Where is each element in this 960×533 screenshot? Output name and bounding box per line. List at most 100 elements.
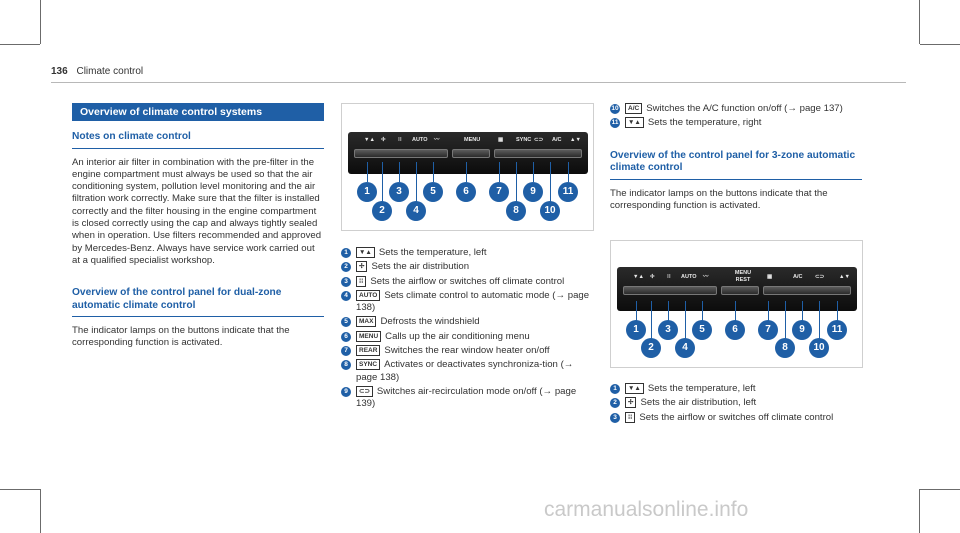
crop-mark (40, 0, 41, 44)
panel-label: AUTO (412, 137, 428, 143)
ac-icon: A/C (625, 103, 643, 114)
recirculation-icon: ⊂⊃ (356, 385, 373, 397)
legend-number: 4 (341, 290, 351, 301)
legend-number: 2 (610, 398, 620, 409)
callout-line (802, 301, 803, 321)
callout-line (651, 301, 652, 341)
dual-zone-paragraph: The indicator lamps on the buttons indic… (72, 325, 290, 349)
rear-heater-icon: REAR (356, 345, 381, 357)
header-rule (51, 82, 906, 83)
callout-8: 8 (775, 338, 795, 358)
callout-line (702, 301, 703, 321)
panel-label: ✢ (650, 274, 655, 280)
callout-3: 3 (658, 320, 678, 340)
air-distribution-icon: ✢ (625, 397, 637, 409)
callout-line (499, 162, 500, 182)
legend-number: 1 (610, 384, 620, 394)
legend-number: 3 (610, 412, 620, 423)
legend-text: Defrosts the windshield (380, 316, 480, 328)
section-title: Climate control (76, 66, 144, 77)
legend-item: 11 ▼▲Sets the temperature, right (610, 117, 862, 129)
panel-label: ⁞⁞ (667, 274, 671, 280)
panel-label: A/C (793, 274, 803, 280)
three-zone-heading: Overview of the control panel for 3-zone… (610, 150, 862, 180)
callout-line (568, 162, 569, 182)
legend-number: 11 (610, 118, 620, 129)
legend-text: Sets the temperature, left (378, 247, 487, 258)
legend-item: 2✢Sets the air distribution, left (610, 397, 862, 409)
callout-line (785, 301, 786, 341)
legend-item: 1▼▲Sets the temperature, left (341, 247, 596, 259)
airflow-icon: ⁞⁞ (625, 411, 636, 423)
callout-line (382, 162, 383, 202)
legend-text: Sets the airflow or switches off climate… (370, 275, 565, 287)
sync-icon: SYNC (356, 359, 381, 371)
callout-9: 9 (792, 320, 812, 340)
callout-line (837, 301, 838, 321)
crop-mark (0, 44, 40, 45)
control-panel-image: ▼▲ ✢ ⁞⁞ AUTO 〰 MENU REST ▦ A/C ⊂⊃ ▲▼ (617, 267, 857, 311)
callout-line (533, 162, 534, 182)
legend-item: 2 ✢Sets the air distribution (341, 261, 596, 273)
legend-text: Sets the air distribution (371, 261, 470, 273)
callout-5: 5 (423, 182, 443, 202)
callout-line (819, 301, 820, 341)
legend-number: 1 (341, 248, 351, 258)
callout-2: 2 (641, 338, 661, 358)
three-zone-panel-figure: ▼▲ ✢ ⁞⁞ AUTO 〰 MENU REST ▦ A/C ⊂⊃ ▲▼ 1 2… (610, 240, 863, 368)
legend-number: 2 (341, 262, 351, 273)
button-strip (763, 286, 851, 295)
callout-6: 6 (725, 320, 745, 340)
legend-item: 3⁞⁞Sets the airflow or switches off clim… (341, 275, 596, 288)
button-strip (623, 286, 717, 295)
callout-line (516, 162, 517, 202)
legend-number: 8 (341, 360, 351, 371)
callout-3: 3 (389, 182, 409, 202)
callout-5: 5 (692, 320, 712, 340)
callout-line (735, 301, 736, 321)
button-strip (494, 149, 582, 158)
callout-4: 4 (406, 201, 426, 221)
legend-text: Sets the temperature, right (647, 117, 762, 129)
panel-label: A/C (552, 137, 562, 143)
panel-label: MENU REST (734, 270, 752, 283)
dual-zone-legend-list: 1▼▲Sets the temperature, left 2✢Sets the… (341, 247, 596, 413)
legend-text: Calls up the air conditioning menu (385, 330, 530, 342)
legend-text: Activates or deactivates synchroniza-tio… (356, 359, 574, 383)
three-zone-paragraph: The indicator lamps on the buttons indic… (610, 187, 828, 211)
panel-label: SYNC (516, 137, 532, 143)
panel-label: ▲▼ (839, 274, 850, 280)
legend-item: 3⁞⁞Sets the airflow or switches off clim… (610, 411, 862, 424)
air-distribution-icon: ✢ (356, 261, 368, 273)
notes-paragraph: An interior air filter in combination wi… (72, 156, 322, 266)
callout-line (636, 301, 637, 321)
panel-label: ▦ (498, 137, 504, 143)
dual-zone-panel-figure: ▼▲ ✢ ⁞⁞ AUTO 〰 MENU ▦ SYNC ⊂⊃ A/C ▲▼ 1 2… (341, 103, 594, 231)
dual-zone-heading: Overview of the control panel for dual-z… (72, 287, 324, 318)
callout-8: 8 (506, 201, 526, 221)
panel-label: ⊂⊃ (815, 274, 825, 280)
callout-7: 7 (489, 182, 509, 202)
control-panel-image: ▼▲ ✢ ⁞⁞ AUTO 〰 MENU ▦ SYNC ⊂⊃ A/C ▲▼ (348, 132, 588, 174)
auto-icon: AUTO (356, 289, 381, 301)
temperature-icon: ▼▲ (625, 117, 644, 129)
legend-item: 1▼▲Sets the temperature, left (610, 383, 862, 395)
callout-line (768, 301, 769, 321)
legend-number: 5 (341, 317, 351, 328)
callout-10: 10 (540, 201, 560, 221)
crop-mark (920, 489, 960, 490)
page-number: 136 (51, 66, 68, 77)
notes-heading: Notes on climate control (72, 131, 324, 149)
panel-label: MENU (464, 137, 481, 143)
callout-line (399, 162, 400, 182)
legend-text: Switches the A/C function on/off (→ page… (646, 103, 843, 114)
legend-number: 10 (610, 104, 620, 114)
panel-label: AUTO (681, 274, 697, 280)
panel-label: ✢ (381, 137, 386, 143)
panel-label: ▲▼ (570, 137, 581, 143)
